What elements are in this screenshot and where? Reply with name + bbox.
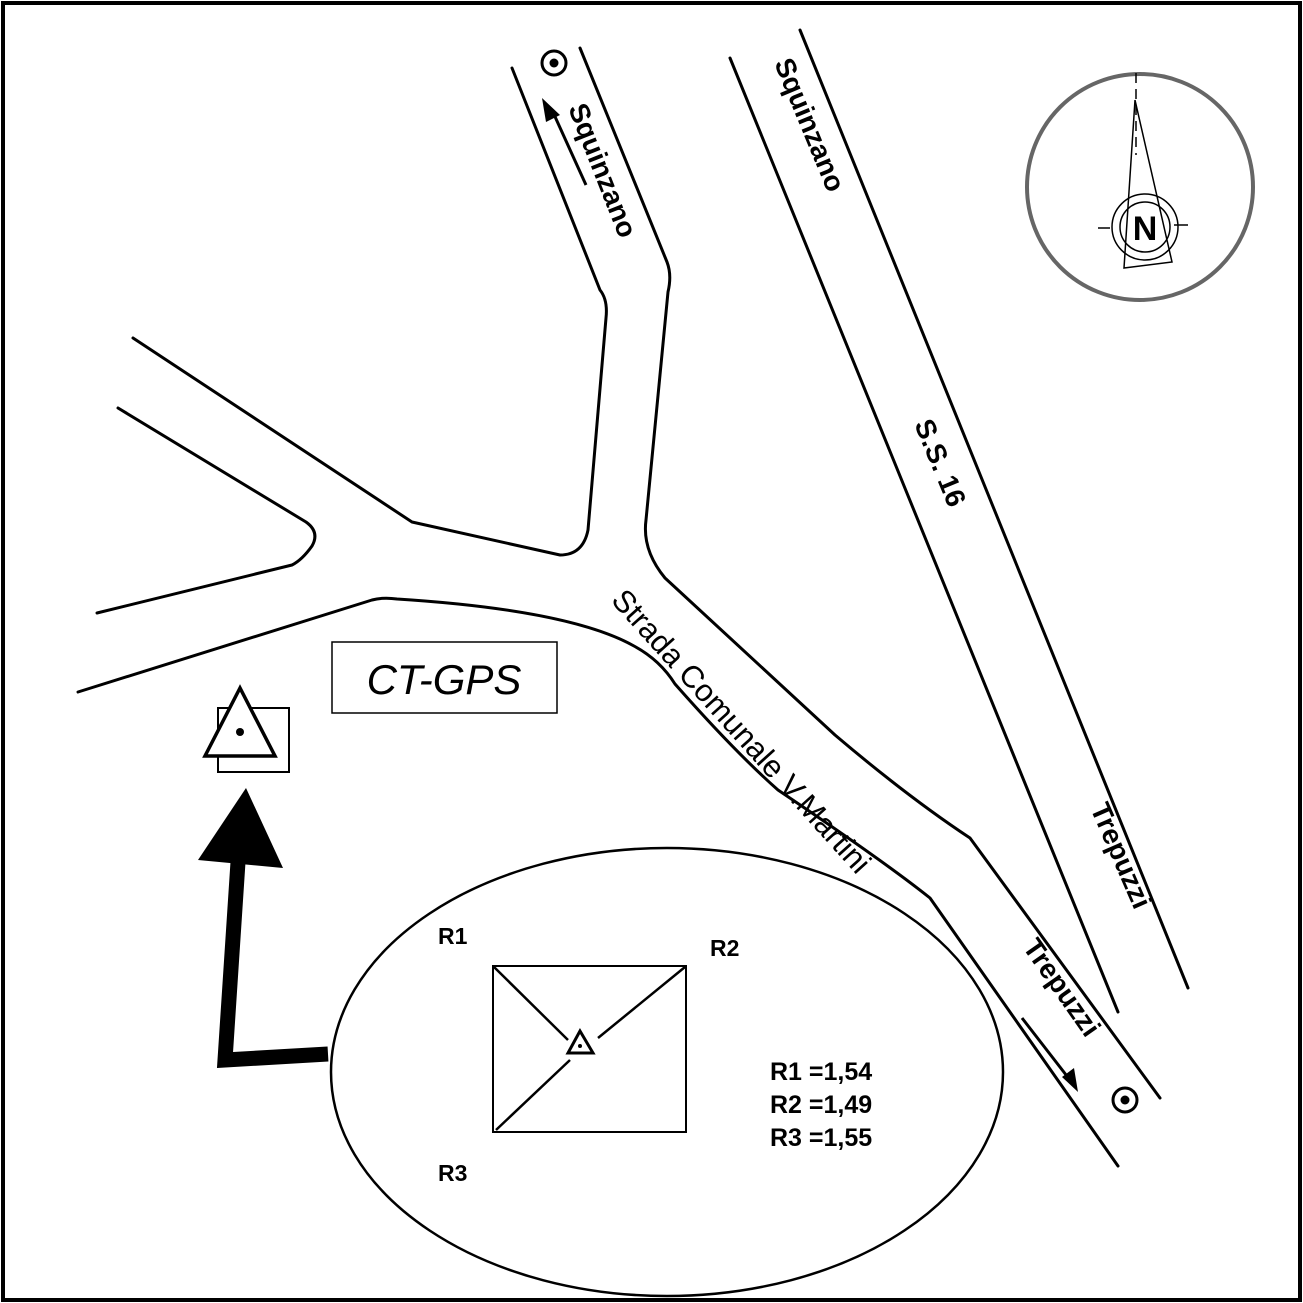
station-label-box [331,641,558,714]
compass-rose: N [1025,72,1255,302]
detail-ellipse [329,846,1005,1298]
arrow-to-squinzano-icon [542,98,588,186]
compass-ring [1025,72,1255,302]
reference-box [492,965,687,1133]
road-network [76,46,1162,1168]
station-label: CT-GPS [367,656,522,703]
measurement-r3: R3 =1,55 [770,1124,872,1152]
triangle-in-square-icon [202,684,290,773]
r3-label: R3 [438,1160,467,1186]
measurement-r2: R2 =1,49 [770,1091,872,1119]
compass-north-label: N [1133,210,1158,248]
r2-label: R2 [710,935,739,961]
compass-needle [1123,99,1173,269]
circled-dot-icon [540,49,568,77]
arrow-to-trepuzzi-icon [1020,1017,1078,1092]
small-triangle-icon [565,1027,596,1055]
circled-dot-icon [1111,1086,1139,1114]
thick-arrow-icon [198,788,329,1068]
r1-label: R1 [438,923,468,949]
road-ss16 [728,28,1190,1014]
measurement-r1: R1 =1,54 [770,1058,872,1086]
